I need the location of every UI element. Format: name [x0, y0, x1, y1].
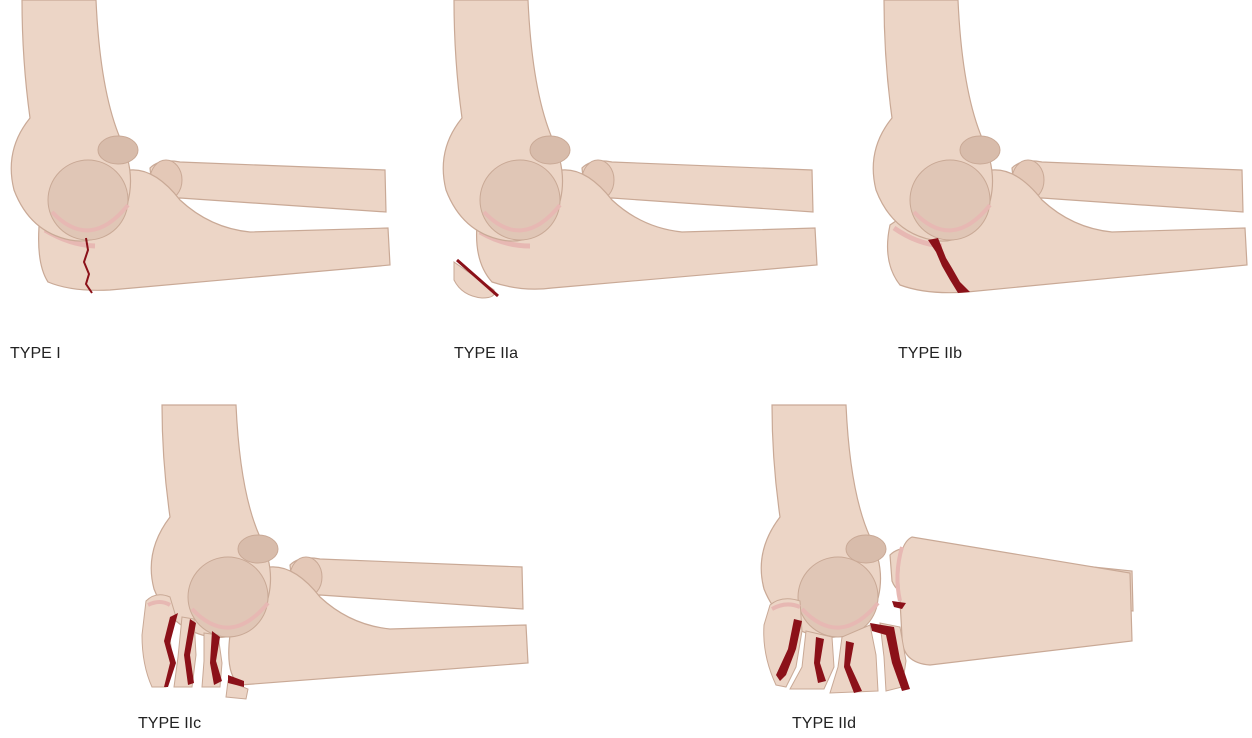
panel-type-iia: TYPE IIa [432, 0, 832, 380]
panel-label: TYPE IIb [898, 345, 962, 363]
panel-type-iid: TYPE IId [750, 405, 1150, 738]
humerus-bone [11, 0, 138, 241]
elbow-illustration-type-i [0, 0, 420, 310]
elbow-illustration-type-iib [862, 0, 1252, 310]
panel-label: TYPE IIa [454, 345, 518, 363]
panel-type-iic: TYPE IIc [130, 405, 550, 738]
elbow-illustration-type-iid [750, 405, 1150, 705]
panel-type-iib: TYPE IIb [862, 0, 1252, 380]
panel-label: TYPE I [10, 345, 61, 363]
panel-label: TYPE IId [792, 715, 856, 733]
humerus-bone [443, 0, 570, 241]
elbow-illustration-type-iia [432, 0, 832, 310]
panel-label: TYPE IIc [138, 715, 201, 733]
humerus-bone [873, 0, 1000, 241]
elbow-illustration-type-iic [130, 405, 550, 705]
ulna-bone [897, 537, 1132, 665]
panel-type-i: TYPE I [0, 0, 420, 380]
